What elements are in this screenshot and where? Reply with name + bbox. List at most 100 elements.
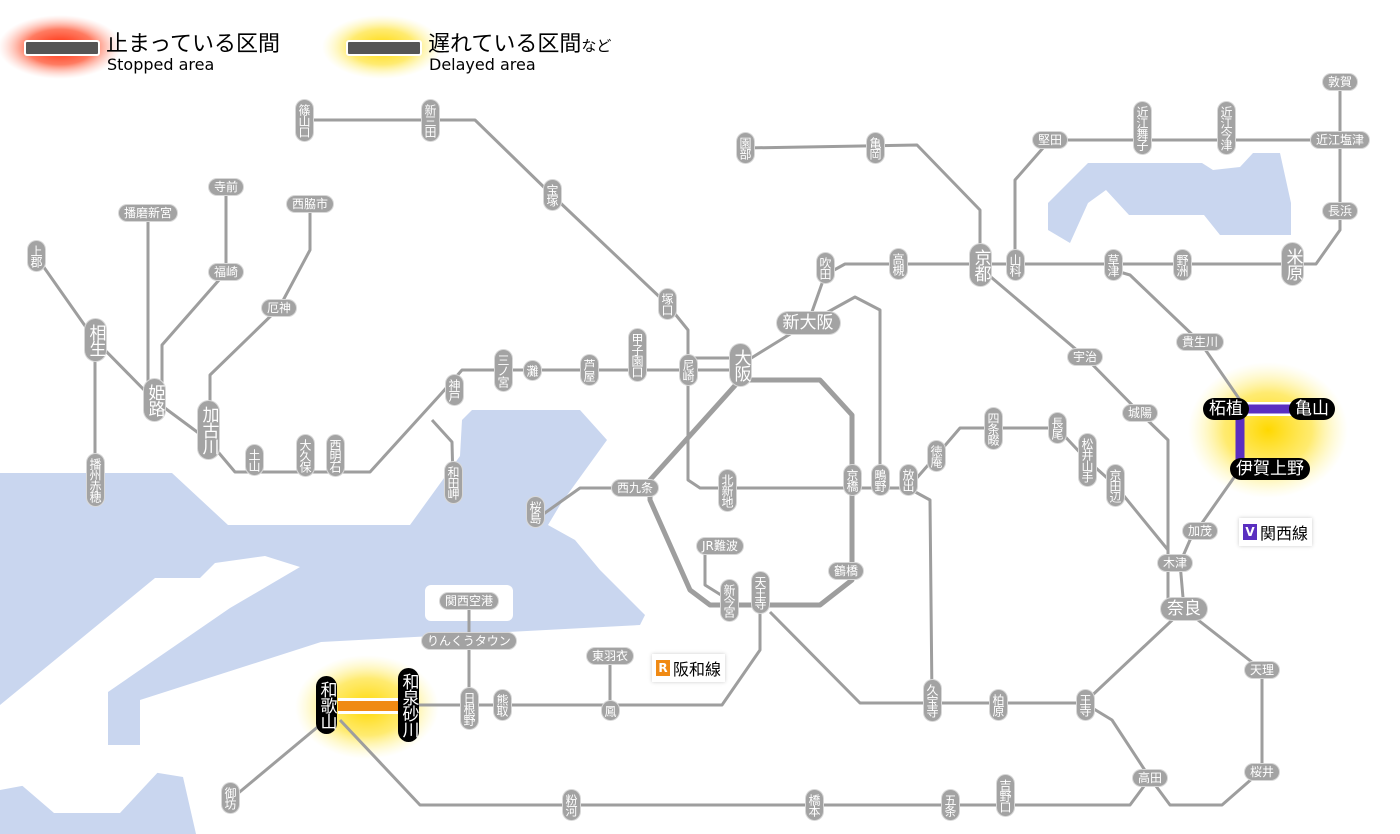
station-9[interactable]: 神戸 (445, 375, 463, 405)
station-61[interactable]: 放出 (899, 465, 917, 495)
hanwa-delayed-segment (338, 701, 402, 711)
station-22[interactable]: 姫路 (143, 379, 165, 421)
station-74[interactable]: 日根野 (460, 687, 478, 729)
station-16[interactable]: 西脇市 (287, 196, 334, 212)
station-10[interactable]: 和田岬 (444, 461, 462, 503)
rail-line (1013, 138, 1340, 264)
station-70[interactable]: 天王寺 (751, 571, 769, 613)
station-34[interactable]: 近江今津 (1217, 102, 1235, 154)
station-36[interactable]: 敦賀 (1323, 74, 1358, 90)
station-25[interactable]: 新大阪 (776, 312, 840, 334)
rail-line (906, 426, 1170, 551)
station-82[interactable]: 五条 (941, 790, 959, 820)
station-0[interactable]: 篠山口 (295, 99, 313, 141)
station-28[interactable]: 京都 (969, 244, 991, 286)
station-50[interactable]: 高田 (1133, 770, 1168, 786)
station-58[interactable]: 長尾 (1048, 413, 1066, 443)
station-43[interactable]: 亀山 (1289, 398, 1335, 420)
station-59[interactable]: 四条畷 (984, 407, 1002, 449)
station-14[interactable]: 加古川 (197, 401, 219, 459)
station-76[interactable]: 関西空港 (440, 593, 499, 609)
station-35[interactable]: 近江塩津 (1311, 132, 1370, 148)
stopped-legend-swatch (24, 40, 100, 56)
station-6[interactable]: 芦屋 (580, 355, 598, 385)
station-33[interactable]: 近江舞子 (1133, 102, 1151, 154)
station-30[interactable]: 園部 (736, 133, 754, 163)
line-badge: R (656, 660, 670, 676)
rail-line (160, 187, 228, 400)
station-68[interactable]: 鶴橋 (829, 563, 864, 579)
island (0, 556, 300, 790)
station-63[interactable]: 京橋 (843, 465, 861, 495)
station-17[interactable]: 福崎 (209, 264, 244, 280)
station-13[interactable]: 土山 (245, 445, 263, 475)
station-42[interactable]: 柘植 (1203, 398, 1249, 420)
station-83[interactable]: 吉野口 (996, 774, 1014, 816)
station-73[interactable]: 熊取 (493, 690, 511, 720)
station-51[interactable]: 王寺 (1076, 690, 1094, 720)
station-23[interactable]: 播州赤穂 (86, 454, 104, 506)
station-29[interactable]: 山科 (1006, 250, 1024, 280)
station-1[interactable]: 新三田 (421, 99, 439, 141)
station-3[interactable]: 塚口 (658, 289, 676, 319)
station-65[interactable]: 西九条 (612, 480, 659, 496)
station-37[interactable]: 長浜 (1323, 203, 1358, 219)
station-66[interactable]: 桜島 (526, 497, 544, 527)
station-56[interactable]: 京田辺 (1106, 464, 1124, 506)
station-55[interactable]: 城陽 (1123, 405, 1158, 421)
line-label-hanwa[interactable]: R 阪和線 (652, 654, 726, 682)
station-78[interactable]: 和歌山 (315, 676, 337, 734)
station-4[interactable]: 尼崎 (679, 355, 697, 385)
station-11[interactable]: 西明石 (326, 434, 344, 476)
station-69[interactable]: 新今宮 (720, 579, 738, 621)
station-54[interactable]: 宇治 (1068, 349, 1103, 365)
rail-line (1148, 607, 1264, 807)
island (4, 745, 160, 813)
station-67[interactable]: JR難波 (697, 538, 743, 554)
station-12[interactable]: 大久保 (296, 434, 314, 476)
station-44[interactable]: 伊賀上野 (1230, 458, 1310, 480)
station-60[interactable]: 徳庵 (927, 441, 945, 471)
station-46[interactable]: 木津 (1158, 555, 1193, 571)
station-15[interactable]: 厄神 (262, 300, 297, 316)
station-7[interactable]: 灘 (523, 360, 541, 380)
station-21[interactable]: 相生 (84, 319, 106, 361)
station-20[interactable]: 上郡 (27, 241, 45, 271)
station-62[interactable]: 鴫野 (871, 465, 889, 495)
station-45[interactable]: 加茂 (1183, 523, 1218, 539)
station-39[interactable]: 野洲 (1173, 250, 1191, 280)
line-label-kansai[interactable]: V 関西線 (1239, 518, 1313, 546)
station-32[interactable]: 堅田 (1033, 132, 1068, 148)
station-18[interactable]: 寺前 (209, 179, 244, 195)
station-80[interactable]: 粉河 (562, 790, 580, 820)
station-72[interactable]: 鳳 (601, 700, 619, 720)
station-49[interactable]: 桜井 (1245, 764, 1280, 780)
station-81[interactable]: 橋本 (805, 790, 823, 820)
station-31[interactable]: 亀岡 (866, 133, 884, 163)
station-5[interactable]: 甲子園口 (628, 329, 646, 381)
station-64[interactable]: 北新地 (718, 469, 736, 511)
station-41[interactable]: 貴生川 (1177, 334, 1224, 350)
station-52[interactable]: 柏原 (989, 690, 1007, 720)
station-27[interactable]: 高槻 (889, 249, 907, 279)
station-19[interactable]: 播磨新宮 (119, 205, 178, 221)
station-24[interactable]: 大阪 (729, 344, 751, 386)
station-75[interactable]: りんくうタウン (422, 633, 516, 649)
rail-line (907, 486, 934, 701)
station-8[interactable]: 三ノ宮 (494, 349, 512, 391)
station-38[interactable]: 米原 (1281, 243, 1303, 285)
station-57[interactable]: 松井山手 (1078, 434, 1096, 486)
station-26[interactable]: 吹田 (816, 253, 834, 283)
station-77[interactable]: 和泉砂川 (397, 668, 419, 742)
station-40[interactable]: 草津 (1104, 250, 1122, 280)
station-2[interactable]: 宝塚 (543, 180, 561, 210)
rail-line (807, 295, 882, 488)
rail-line (338, 701, 1152, 807)
station-47[interactable]: 奈良 (1161, 598, 1207, 620)
station-79[interactable]: 御坊 (221, 783, 239, 813)
station-48[interactable]: 天理 (1245, 662, 1280, 678)
rail-line (744, 143, 982, 264)
station-53[interactable]: 久宝寺 (923, 679, 941, 721)
station-71[interactable]: 東羽衣 (587, 648, 634, 664)
rail-line (340, 600, 762, 707)
